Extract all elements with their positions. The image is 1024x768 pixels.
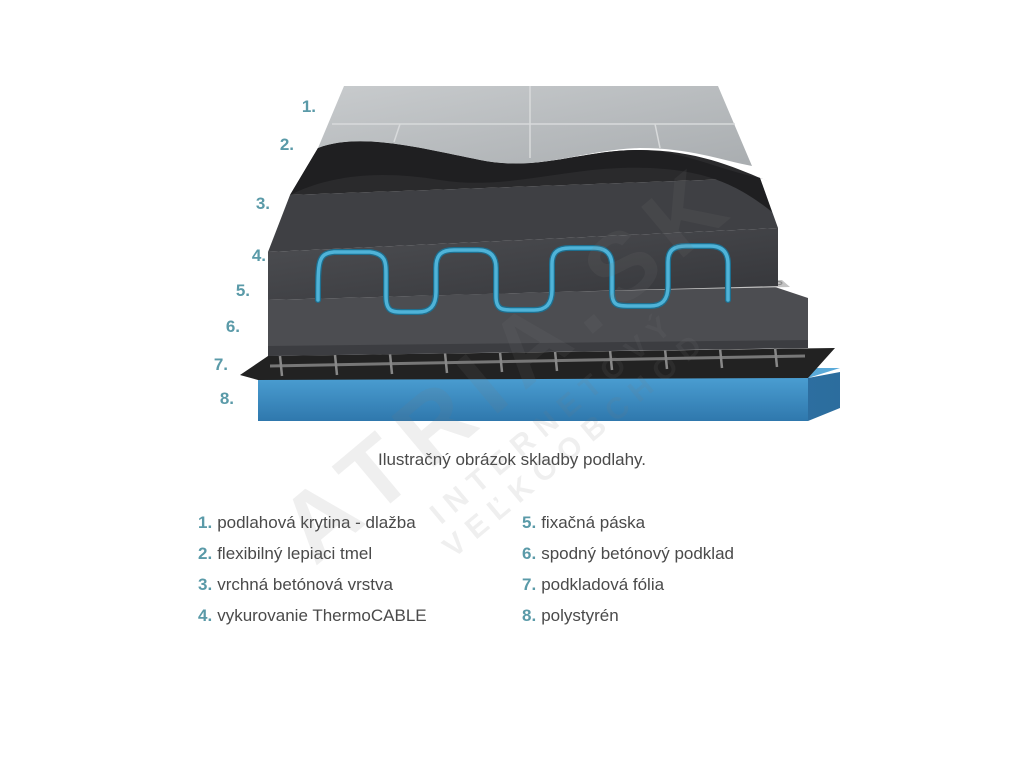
layer-top-concrete [268, 178, 778, 300]
diagram-caption: Ilustračný obrázok skladby podlahy. [377, 450, 647, 469]
layer-tiles [318, 86, 752, 166]
layer-bottom-concrete [268, 286, 808, 356]
legend-number: 5. [522, 513, 537, 532]
legend-text: vrchná betónová vrstva [217, 575, 393, 594]
legend-item: 2.flexibilný lepiaci tmel [198, 544, 427, 575]
legend-text: vykurovanie ThermoCABLE [217, 606, 427, 625]
legend-text: fixačná páska [541, 513, 646, 532]
legend-left-column: 1.podlahová krytina - dlažba 2.flexibiln… [198, 513, 427, 637]
legend-item: 5.fixačná páska [522, 513, 734, 544]
legend-number: 1. [198, 513, 213, 532]
layer-number-8: 8. [219, 389, 234, 408]
layer-foil [240, 348, 835, 380]
layer-number-3: 3. [255, 194, 270, 213]
legend-number: 8. [522, 606, 537, 625]
layer-number-1: 1. [301, 97, 316, 116]
layer-number-5: 5. [235, 281, 250, 300]
legend-item: 6.spodný betónový podklad [522, 544, 734, 575]
legend-number: 2. [198, 544, 213, 563]
legend-text: podkladová fólia [541, 575, 665, 594]
legend-number: 7. [522, 575, 537, 594]
layer-number-7: 7. [213, 355, 228, 374]
legend-text: spodný betónový podklad [541, 544, 734, 563]
legend-item: 1.podlahová krytina - dlažba [198, 513, 427, 544]
legend-right-column: 5.fixačná páska 6.spodný betónový podkla… [522, 513, 734, 637]
legend-text: podlahová krytina - dlažba [217, 513, 416, 532]
legend-item: 7.podkladová fólia [522, 575, 734, 606]
legend-item: 8.polystyrén [522, 606, 734, 637]
legend-number: 3. [198, 575, 213, 594]
legend-number: 6. [522, 544, 537, 563]
legend-text: polystyrén [541, 606, 619, 625]
layer-number-6: 6. [225, 317, 240, 336]
layer-number-2: 2. [279, 135, 294, 154]
legend-item: 3.vrchná betónová vrstva [198, 575, 427, 606]
legend-item: 4.vykurovanie ThermoCABLE [198, 606, 427, 637]
heating-cable [315, 243, 731, 315]
reinforcement-mesh [269, 346, 806, 377]
layer-adhesive [290, 141, 772, 212]
legend-number: 4. [198, 606, 213, 625]
layer-number-4: 4. [251, 246, 266, 265]
legend-text: flexibilný lepiaci tmel [217, 544, 373, 563]
